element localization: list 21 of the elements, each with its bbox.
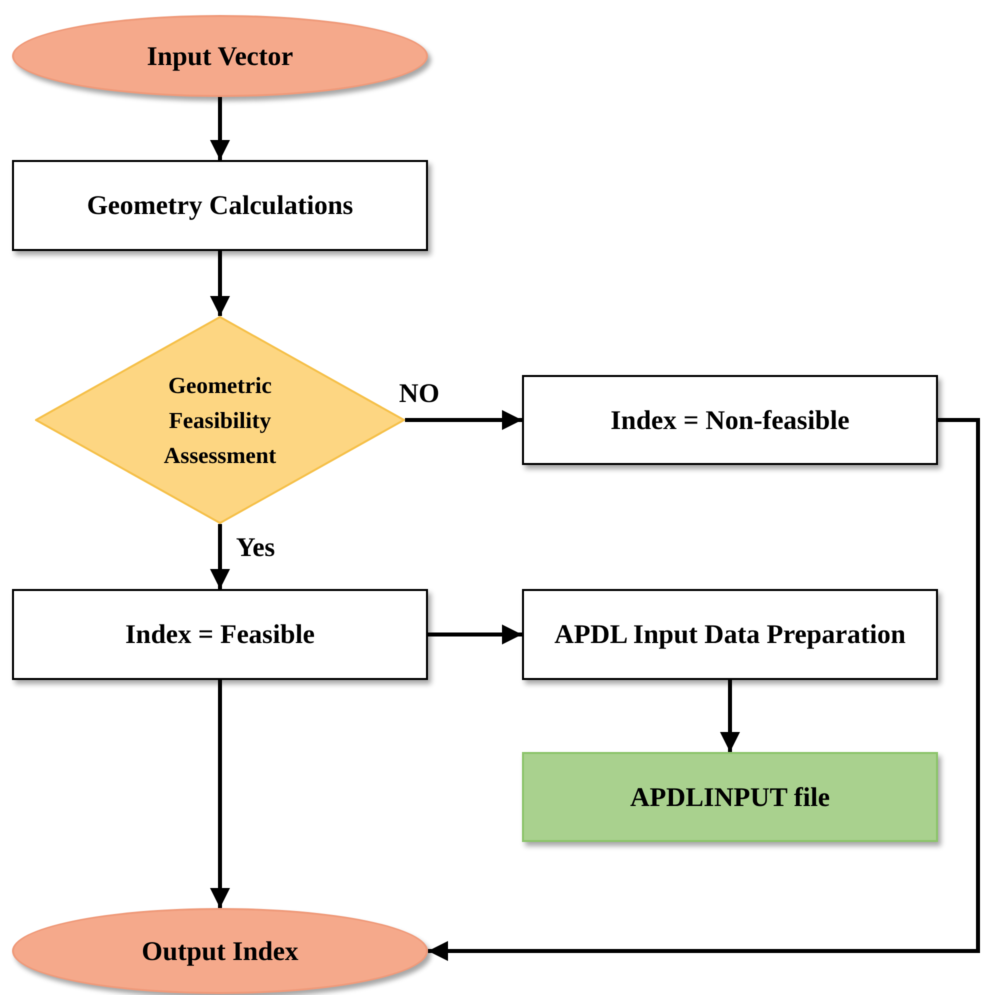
arrow: [720, 680, 740, 752]
arrow: [210, 97, 230, 160]
node-label: APDLINPUT file: [630, 780, 830, 814]
node-label: Geometry Calculations: [86, 189, 354, 222]
node-label: Index = Feasible: [125, 618, 315, 651]
node-label: Index = Non-feasible: [610, 404, 850, 436]
arrow: [428, 418, 980, 961]
arrow: [210, 524, 230, 589]
arrow: [405, 410, 522, 430]
arrow: [210, 251, 230, 316]
node-label: Output Index: [142, 934, 298, 968]
arrow: [428, 624, 522, 644]
process-box: [12, 589, 428, 680]
process-box: [12, 160, 428, 251]
arrow: [210, 680, 230, 908]
process-box: [522, 589, 938, 680]
process-box: [522, 375, 938, 465]
node-label: Input Vector: [146, 40, 294, 73]
node-label: APDL Input Data Preparation: [554, 618, 906, 651]
node-label: Geometric Feasibility Assessment: [162, 372, 278, 470]
output-file-box: [522, 752, 938, 842]
